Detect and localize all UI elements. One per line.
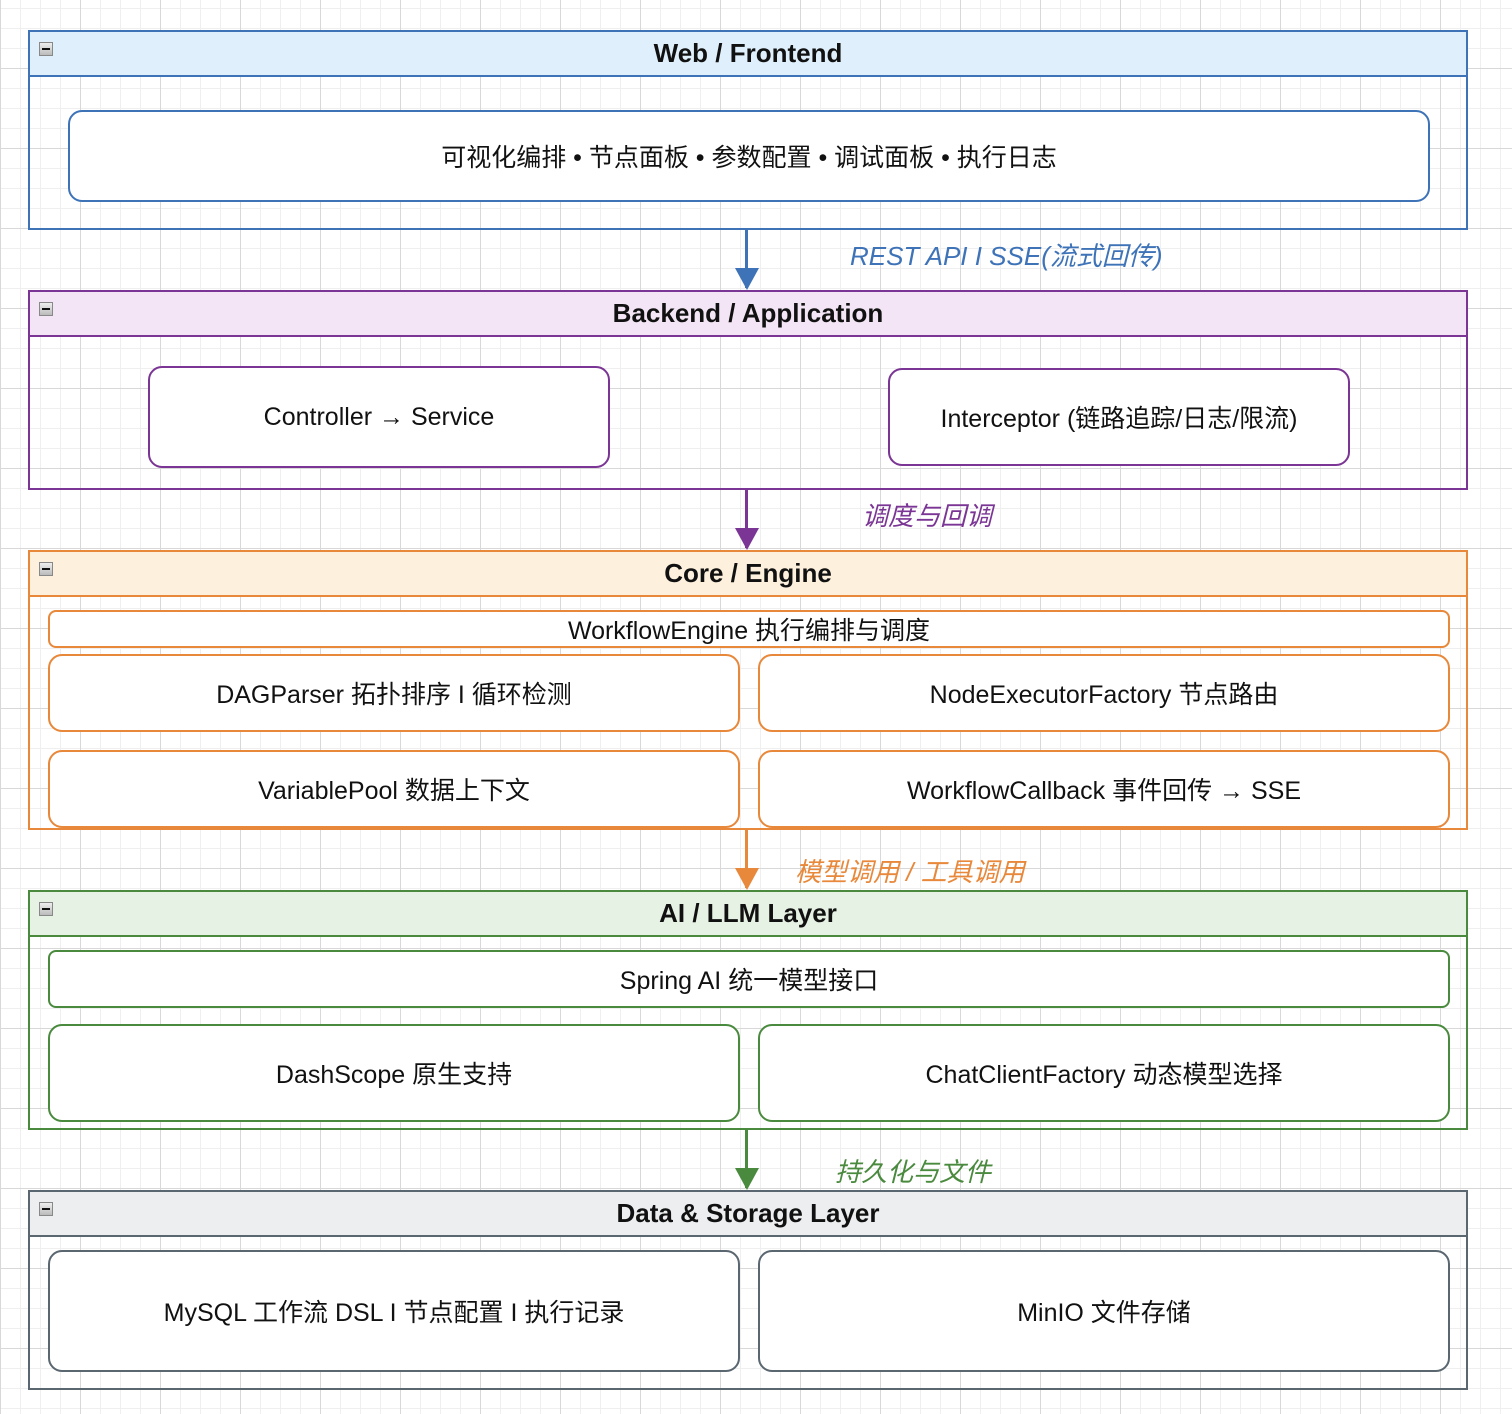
workflow-callback-box[interactable]: WorkflowCallback 事件回传 → SSE [758,750,1450,828]
edge-arrow-ai-data [745,1130,748,1188]
edge-arrow-core-ai [745,830,748,888]
box-label: WorkflowEngine 执行编排与调度 [567,617,931,645]
layer-title: Backend / Application [612,298,884,328]
box-label: DAGParser 拓扑排序 I 循环检测 [216,681,572,709]
minio-box[interactable]: MinIO 文件存储 [758,1250,1450,1372]
box-label: Controller → Service [263,402,495,431]
collapse-icon[interactable] [39,902,53,916]
layer-ai-llm: AI / LLM Layer Spring AI 统一模型接口 DashScop… [28,890,1468,1130]
layer-backend-application: Backend / Application Controller → Servi… [28,290,1468,490]
box-label: VariablePool 数据上下文 [258,777,530,805]
layer-header: Backend / Application [30,292,1466,337]
box-label: MinIO 文件存储 [1017,1299,1191,1327]
layer-title: Web / Frontend [653,38,843,68]
layer-header: Data & Storage Layer [30,1192,1466,1237]
layer-header: AI / LLM Layer [30,892,1466,937]
variable-pool-box[interactable]: VariablePool 数据上下文 [48,750,740,828]
layer-title: Core / Engine [664,558,832,588]
box-label: NodeExecutorFactory 节点路由 [929,681,1279,709]
box-label: WorkflowCallback 事件回传 → SSE [906,777,1302,805]
box-label: Interceptor (链路追踪/日志/限流) [940,405,1298,433]
edge-arrow-web-backend [745,230,748,288]
box-label: Spring AI 统一模型接口 [619,967,879,995]
layer-title: AI / LLM Layer [659,898,837,928]
collapse-icon[interactable] [39,302,53,316]
edge-arrow-backend-core [745,490,748,548]
edge-label: 持久化与文件 [835,1157,992,1187]
chat-client-factory-box[interactable]: ChatClientFactory 动态模型选择 [758,1024,1450,1122]
collapse-icon[interactable] [39,42,53,56]
box-label: 可视化编排 • 节点面板 • 参数配置 • 调试面板 • 执行日志 [441,144,1057,172]
interceptor-box[interactable]: Interceptor (链路追踪/日志/限流) [888,368,1350,466]
layer-data-storage: Data & Storage Layer MySQL 工作流 DSL I 节点配… [28,1190,1468,1390]
mysql-box[interactable]: MySQL 工作流 DSL I 节点配置 I 执行记录 [48,1250,740,1372]
layer-header: Web / Frontend [30,32,1466,77]
edge-label: REST API I SSE(流式回传) [850,241,1163,271]
dashscope-box[interactable]: DashScope 原生支持 [48,1024,740,1122]
controller-service-box[interactable]: Controller → Service [148,366,610,468]
layer-header: Core / Engine [30,552,1466,597]
box-label: DashScope 原生支持 [275,1061,513,1089]
collapse-icon[interactable] [39,1202,53,1216]
edge-label: 调度与回调 [862,501,993,531]
node-executor-factory-box[interactable]: NodeExecutorFactory 节点路由 [758,654,1450,732]
layer-web-frontend: Web / Frontend 可视化编排 • 节点面板 • 参数配置 • 调试面… [28,30,1468,230]
layer-core-engine: Core / Engine WorkflowEngine 执行编排与调度 DAG… [28,550,1468,830]
collapse-icon[interactable] [39,562,53,576]
dag-parser-box[interactable]: DAGParser 拓扑排序 I 循环检测 [48,654,740,732]
frontend-features-box[interactable]: 可视化编排 • 节点面板 • 参数配置 • 调试面板 • 执行日志 [68,110,1430,202]
edge-label: 模型调用 / 工具调用 [795,857,1025,887]
workflow-engine-box[interactable]: WorkflowEngine 执行编排与调度 [48,610,1450,648]
box-label: ChatClientFactory 动态模型选择 [925,1061,1283,1089]
spring-ai-box[interactable]: Spring AI 统一模型接口 [48,950,1450,1008]
box-label: MySQL 工作流 DSL I 节点配置 I 执行记录 [163,1299,625,1327]
layer-title: Data & Storage Layer [616,1198,880,1228]
